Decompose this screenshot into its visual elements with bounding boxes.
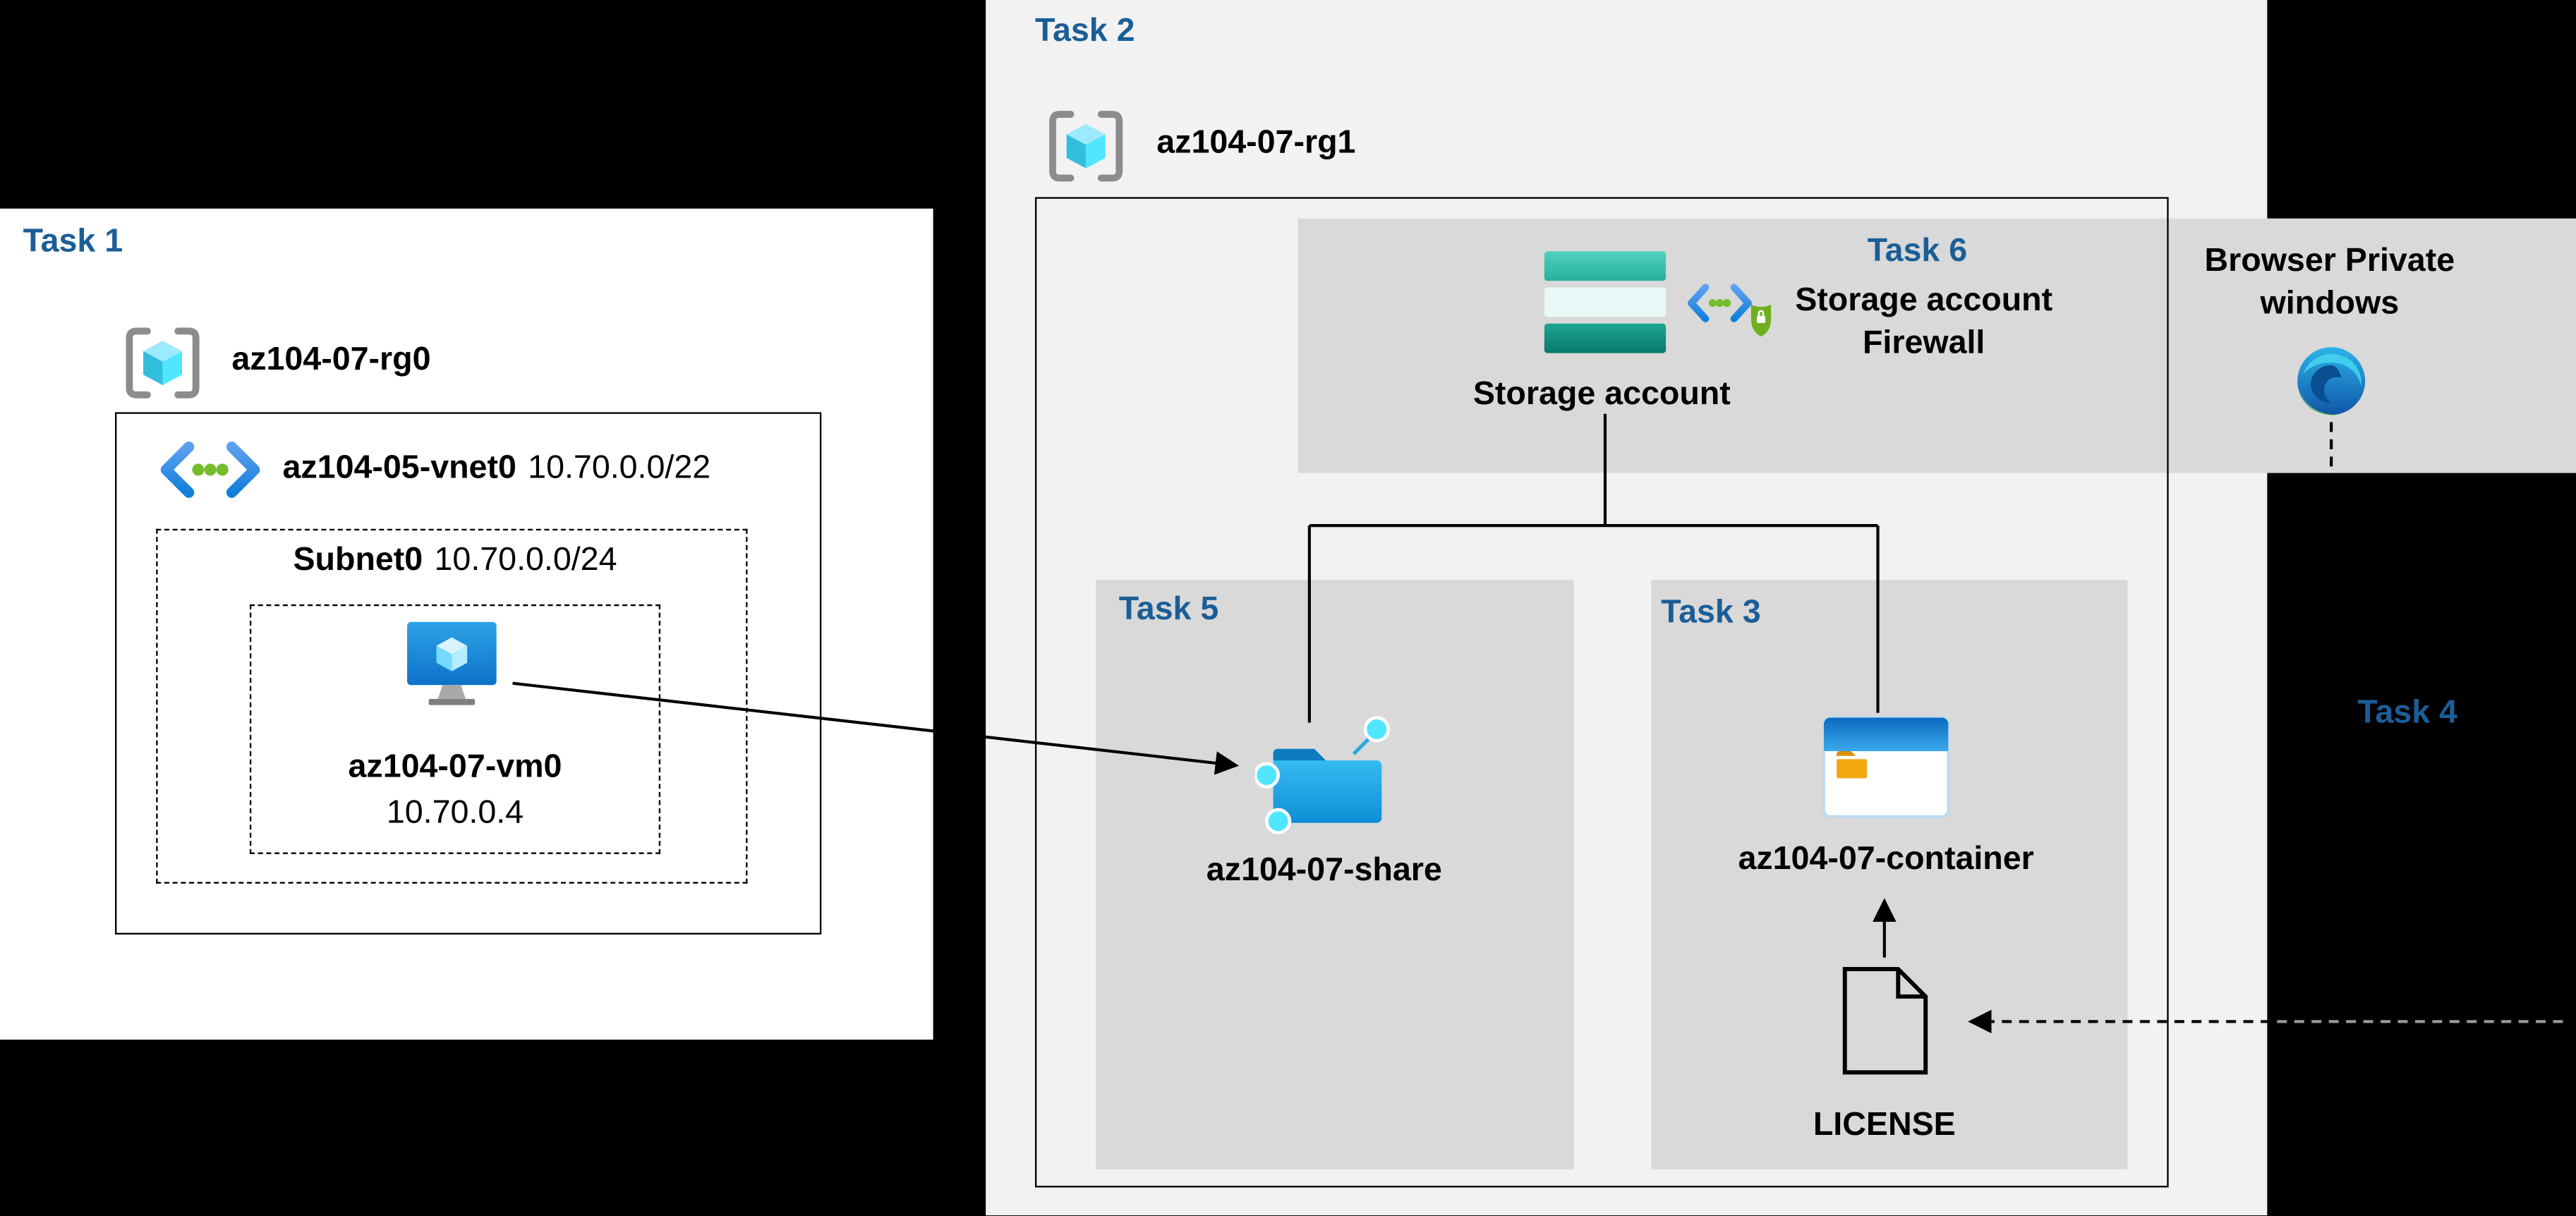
browser-title-line1: Browser Private (2204, 243, 2455, 279)
subnet-cidr: 10.70.0.0/24 (434, 542, 617, 578)
task3-label: Task 3 (1661, 594, 1761, 631)
container-name: az104-07-container (1738, 841, 2034, 877)
resource-group-icon (1049, 111, 1123, 182)
virtual-network-icon (160, 442, 260, 498)
virtual-machine-icon (407, 621, 497, 705)
browser-title-line2: windows (2260, 286, 2400, 322)
task5-label: Task 5 (1118, 591, 1219, 628)
vnet-name: az104-05-vnet0 (282, 450, 516, 487)
task1-label: Task 1 (23, 223, 123, 260)
share-name: az104-07-share (1206, 852, 1442, 889)
license-file-icon (1842, 966, 1928, 1075)
task6-title-line2: Firewall (1862, 325, 1985, 362)
license-label: LICENSE (1813, 1107, 1956, 1143)
vnet-boundary-box (114, 412, 822, 935)
vm-ip: 10.70.0.4 (386, 794, 524, 832)
subnet-name: Subnet0 (293, 542, 423, 578)
rg0-name: az104-07-rg0 (231, 341, 431, 378)
task6-label: Task 6 (1867, 233, 1968, 269)
vm-name: az104-07-vm0 (348, 748, 562, 786)
subnet-name-row: Subnet0 10.70.0.0/24 (293, 542, 617, 580)
edge-browser-icon (2297, 347, 2366, 415)
storage-account-label: Storage account (1473, 376, 1731, 413)
file-share-icon (1254, 716, 1390, 834)
storage-account-icon (1544, 251, 1667, 353)
task2-label: Task 2 (1034, 13, 1135, 49)
resource-group-icon (126, 327, 200, 399)
blob-container-icon (1822, 716, 1950, 818)
task4-label: Task 4 (2357, 694, 2457, 731)
vnet-cidr: 10.70.0.0/22 (528, 450, 711, 487)
task6-title-line1: Storage account (1795, 282, 2053, 319)
rg1-name: az104-07-rg1 (1156, 124, 1356, 162)
storage-firewall-icon (1688, 284, 1772, 337)
vnet-name-row: az104-05-vnet0 10.70.0.0/22 (283, 450, 711, 488)
